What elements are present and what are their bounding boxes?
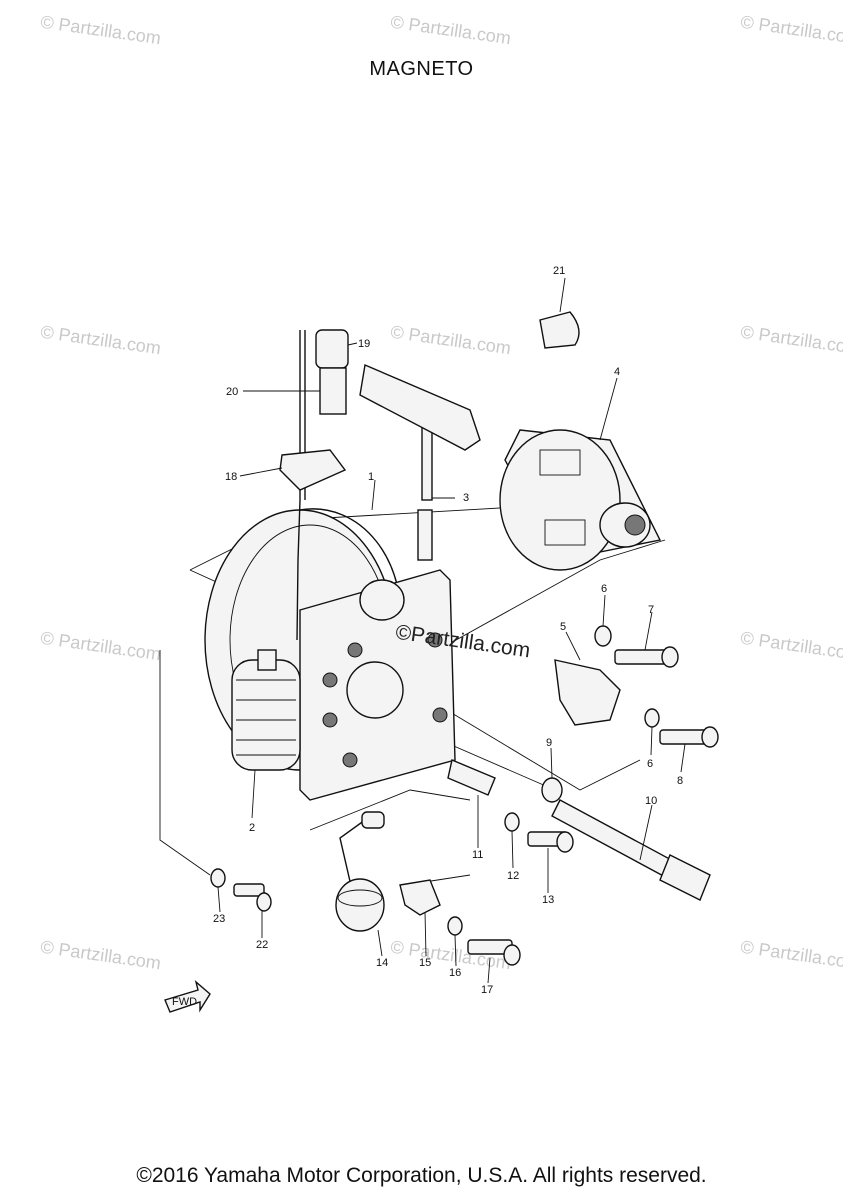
washer-16 xyxy=(447,916,463,936)
callout-2: 2 xyxy=(249,822,255,834)
condenser-on-plate xyxy=(359,579,405,621)
callout-15: 15 xyxy=(419,957,431,969)
callout-10: 10 xyxy=(645,795,657,807)
callout-8: 8 xyxy=(677,775,683,787)
callout-6b: 6 xyxy=(647,758,653,770)
fwd-arrow-icon xyxy=(164,980,211,1013)
cable-assembly xyxy=(279,329,349,641)
stator-base-plate xyxy=(299,569,456,801)
callout-3: 3 xyxy=(463,492,469,504)
washer-6b xyxy=(644,708,660,728)
callout-16: 16 xyxy=(449,967,461,979)
callout-13: 13 xyxy=(542,894,554,906)
callout-21: 21 xyxy=(553,265,565,277)
washer-23 xyxy=(210,868,226,888)
clamp-15 xyxy=(399,879,441,916)
cam-rod xyxy=(417,419,433,561)
terminal-11 xyxy=(447,759,496,796)
callout-18: 18 xyxy=(225,471,237,483)
callout-19: 19 xyxy=(358,338,370,350)
fwd-label: FWD xyxy=(172,996,197,1008)
screw-13 xyxy=(527,831,574,853)
rotor-housing xyxy=(499,429,662,571)
long-bolt-10 xyxy=(551,799,711,901)
washer-12 xyxy=(504,812,520,832)
screw-7 xyxy=(614,646,679,668)
callout-7: 7 xyxy=(648,604,654,616)
condenser-14 xyxy=(335,811,385,932)
callout-17: 17 xyxy=(481,984,493,996)
callout-1: 1 xyxy=(368,471,374,483)
shaft-tube xyxy=(359,364,481,451)
washer-6 xyxy=(594,625,612,647)
callout-22: 22 xyxy=(256,939,268,951)
callout-6a: 6 xyxy=(601,583,607,595)
copyright-notice: ©2016 Yamaha Motor Corporation, U.S.A. A… xyxy=(136,1164,707,1187)
source-coil xyxy=(231,649,301,771)
callout-5: 5 xyxy=(560,621,566,633)
callout-labels: 1 2 3 4 5 6 6 7 8 9 10 11 12 13 14 15 16… xyxy=(213,265,683,996)
callout-11: 11 xyxy=(472,849,483,861)
callout-14: 14 xyxy=(376,957,388,969)
contact-breaker xyxy=(554,659,621,726)
callout-9: 9 xyxy=(546,737,552,749)
callout-12: 12 xyxy=(507,870,519,882)
callout-20: 20 xyxy=(226,386,238,398)
woodruff-key xyxy=(539,311,580,349)
diagram-title: MAGNETO xyxy=(369,58,474,80)
callout-23: 23 xyxy=(213,913,225,925)
callout-4: 4 xyxy=(614,366,620,378)
screw-8 xyxy=(659,726,719,748)
screw-17 xyxy=(467,939,521,966)
screw-22 xyxy=(233,883,272,912)
washer-9 xyxy=(541,777,563,803)
